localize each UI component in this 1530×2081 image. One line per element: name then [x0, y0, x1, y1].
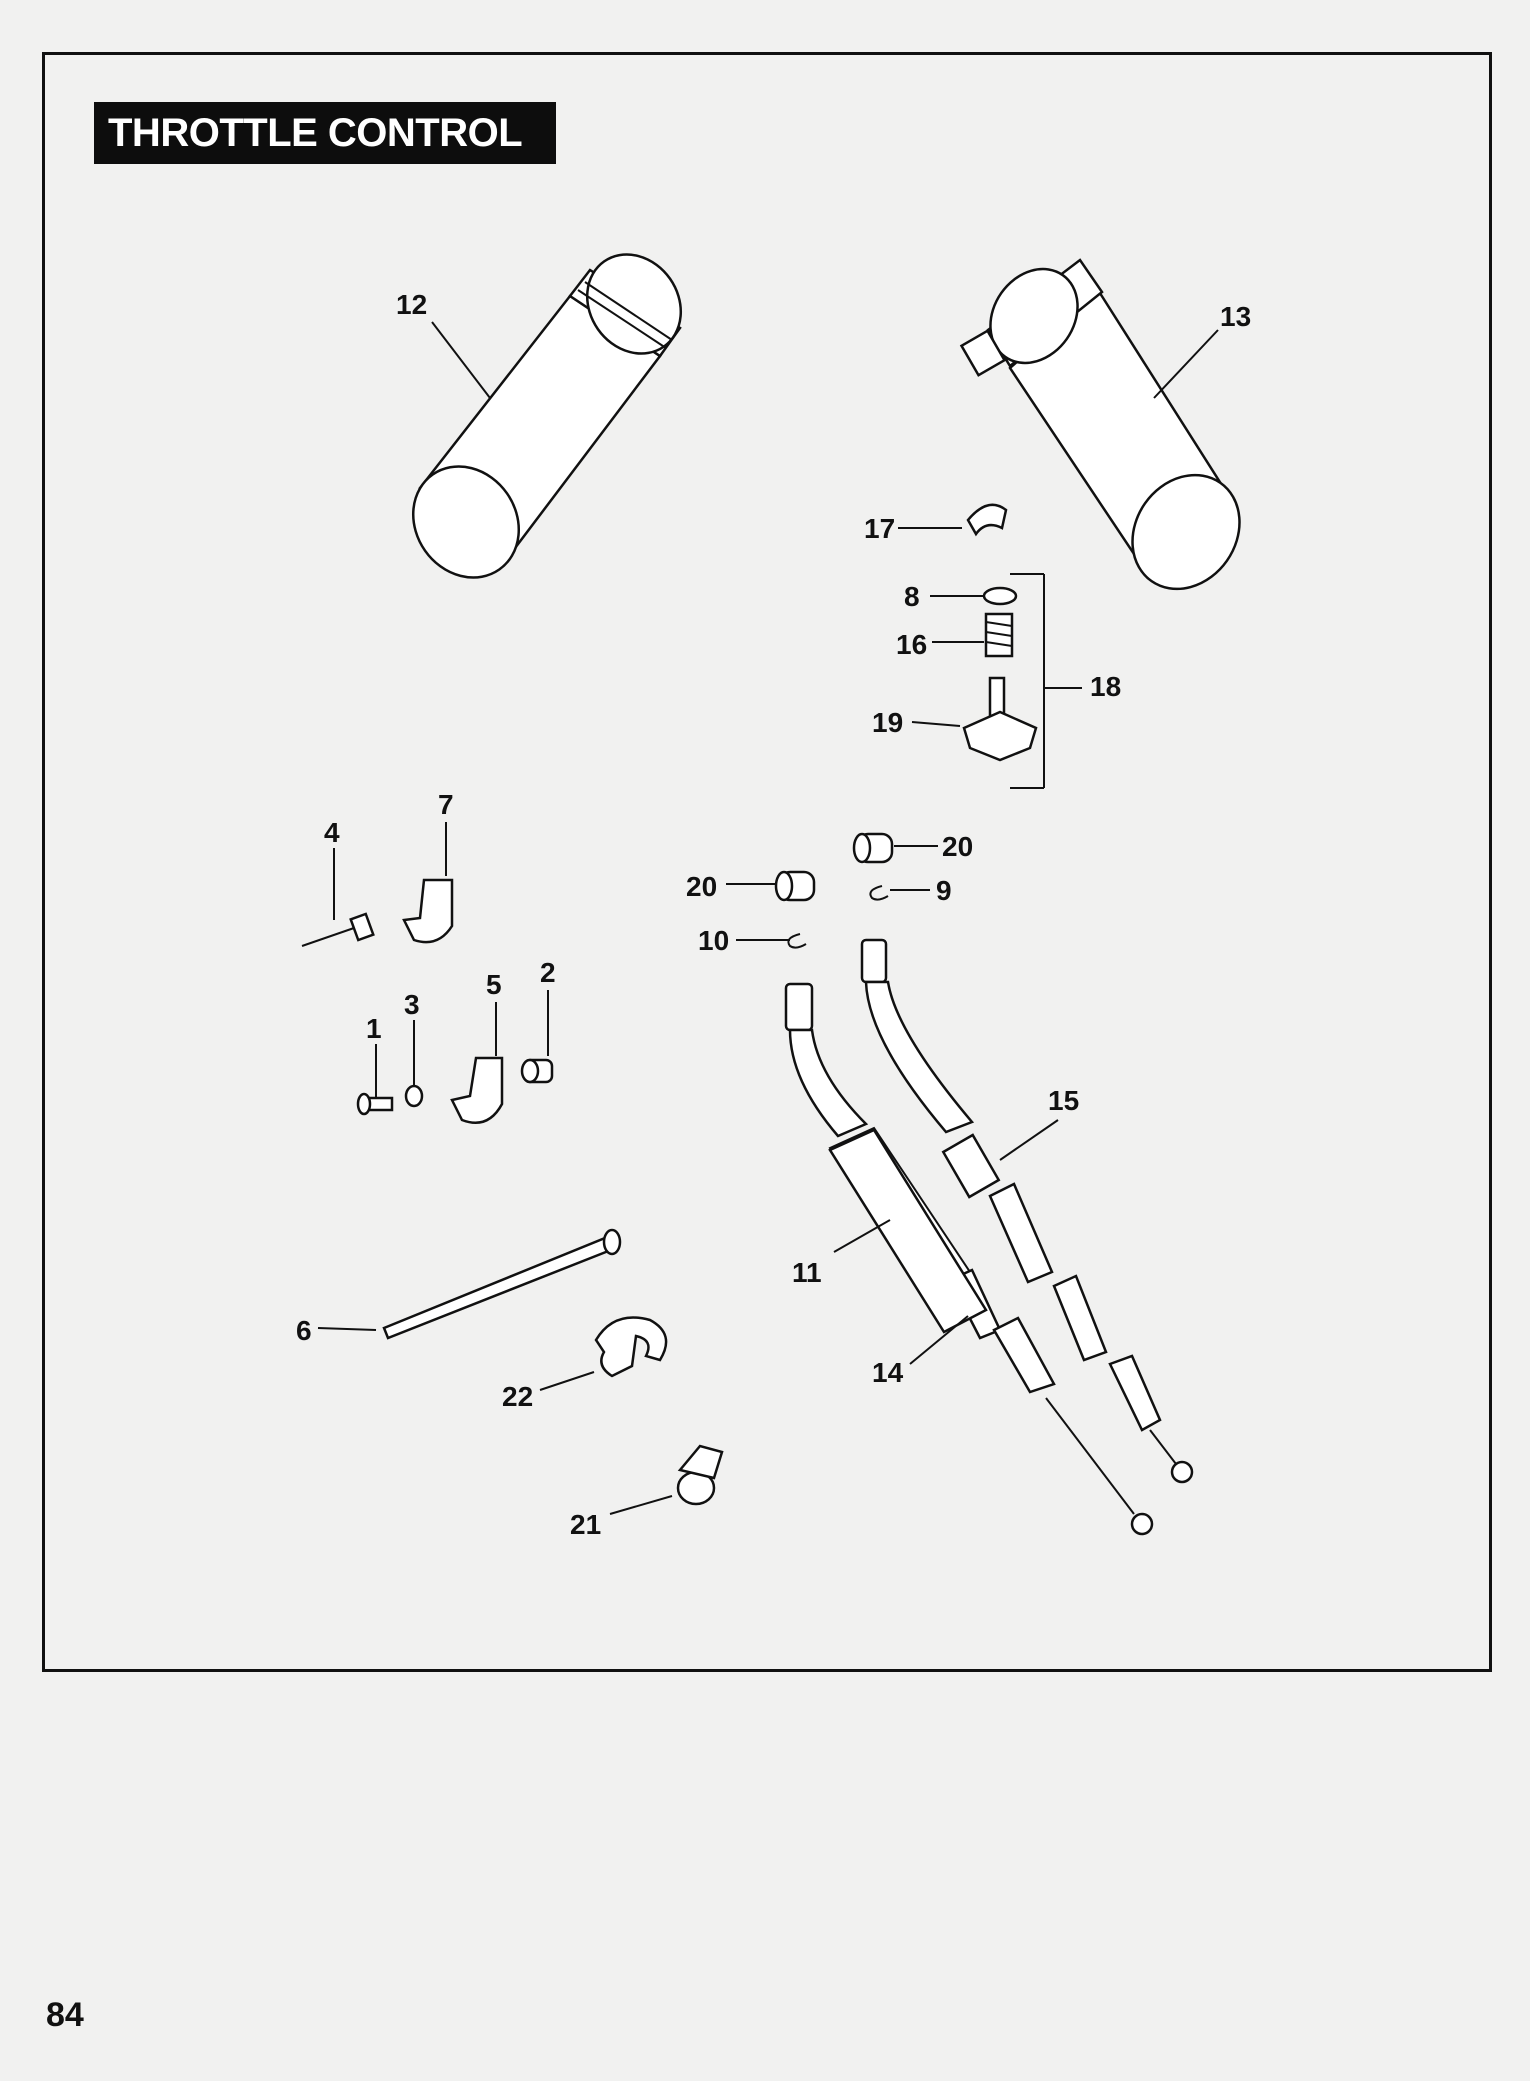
part-7-cable-clip — [402, 878, 454, 944]
callout-7: 7 — [438, 789, 454, 820]
callout-6: 6 — [296, 1315, 312, 1346]
callout-9: 9 — [936, 875, 952, 906]
part-15-throttle-control-cable — [860, 938, 1194, 1484]
callout-17: 17 — [864, 513, 895, 544]
part-22-cable-guide — [594, 1316, 668, 1378]
callout-4: 4 — [324, 817, 340, 848]
part-4-push-pin — [301, 912, 375, 947]
part-14-idle-control-cable — [784, 982, 1154, 1536]
leader-lines — [317, 321, 1219, 1515]
callout-22: 22 — [502, 1381, 533, 1412]
callout-14: 14 — [872, 1357, 904, 1388]
part-19-friction-screw — [962, 676, 1038, 762]
part-2-spacer — [520, 1058, 554, 1084]
page-number: 84 — [46, 1996, 84, 2034]
diagram-frame — [42, 52, 1492, 1672]
part-18-assembly-bracket — [1010, 573, 1082, 789]
callout-5: 5 — [486, 969, 502, 1000]
callout-19: 19 — [872, 707, 903, 738]
callout-3: 3 — [404, 989, 420, 1020]
callout-12: 12 — [396, 289, 427, 320]
part-11-cable-sleeve — [828, 1128, 988, 1334]
callout-15: 15 — [1048, 1085, 1079, 1116]
part-10-retaining-clip — [787, 933, 807, 949]
part-20-cable-adjuster-upper — [852, 832, 894, 864]
section-title: THROTTLE CONTROL — [94, 102, 556, 164]
callout-1: 1 — [366, 1013, 382, 1044]
part-3-washer — [404, 1084, 424, 1108]
part-5-cable-clip — [450, 1056, 504, 1124]
part-8-retaining-ring — [982, 586, 1018, 606]
callout-21: 21 — [570, 1509, 601, 1540]
part-6-cable-strap — [382, 1228, 622, 1340]
part-9-retaining-clip — [869, 885, 889, 901]
callout-13: 13 — [1220, 301, 1251, 332]
callout-2: 2 — [540, 957, 556, 988]
callout-16: 16 — [896, 629, 927, 660]
callout-10: 10 — [698, 925, 729, 956]
part-1-screw — [356, 1092, 394, 1116]
part-13-throttle-grip — [959, 258, 1241, 591]
part-17-cable-ferrule — [966, 503, 1008, 537]
part-21-cable-clamp — [676, 1444, 724, 1506]
part-16-spring — [984, 612, 1014, 658]
part-20-cable-adjuster-lower — [774, 870, 816, 902]
callout-20-lower: 20 — [686, 871, 717, 902]
callout-20-upper: 20 — [942, 831, 973, 862]
callout-8: 8 — [904, 581, 920, 612]
callout-11: 11 — [792, 1257, 822, 1288]
callout-18: 18 — [1090, 671, 1121, 702]
part-12-left-grip — [411, 253, 683, 579]
